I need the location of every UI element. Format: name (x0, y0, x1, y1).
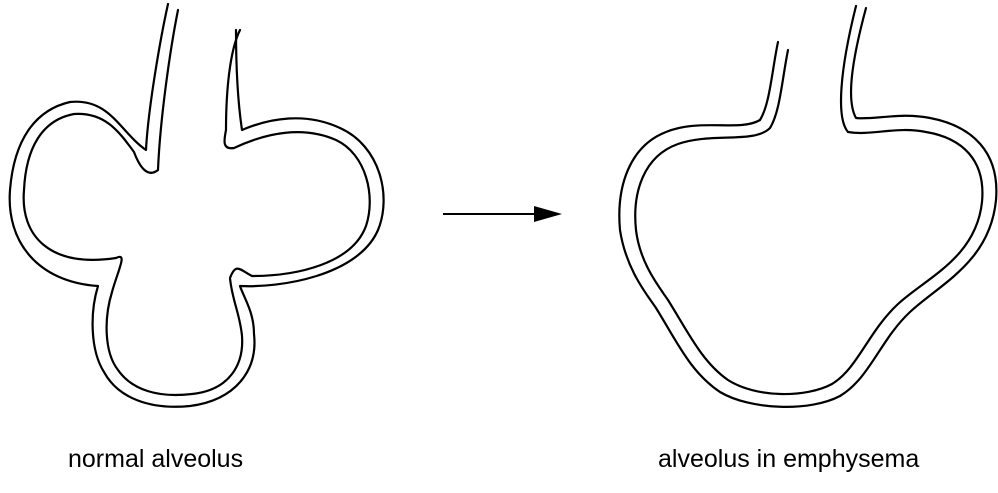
caption-normal-alveolus: normal alveolus (68, 447, 243, 472)
emphysema-alveolus-outer-wall (619, 8, 996, 407)
normal-alveolus-inner-wall (24, 10, 370, 395)
normal-alveolus-outer-wall (10, 4, 384, 407)
normal-alveolus-drawing (10, 4, 384, 407)
emphysema-alveolus-inner-wall (635, 6, 982, 394)
arrow-icon (443, 206, 562, 222)
caption-alveolus-in-emphysema: alveolus in emphysema (658, 447, 919, 472)
emphysema-alveolus-drawing (619, 6, 996, 407)
